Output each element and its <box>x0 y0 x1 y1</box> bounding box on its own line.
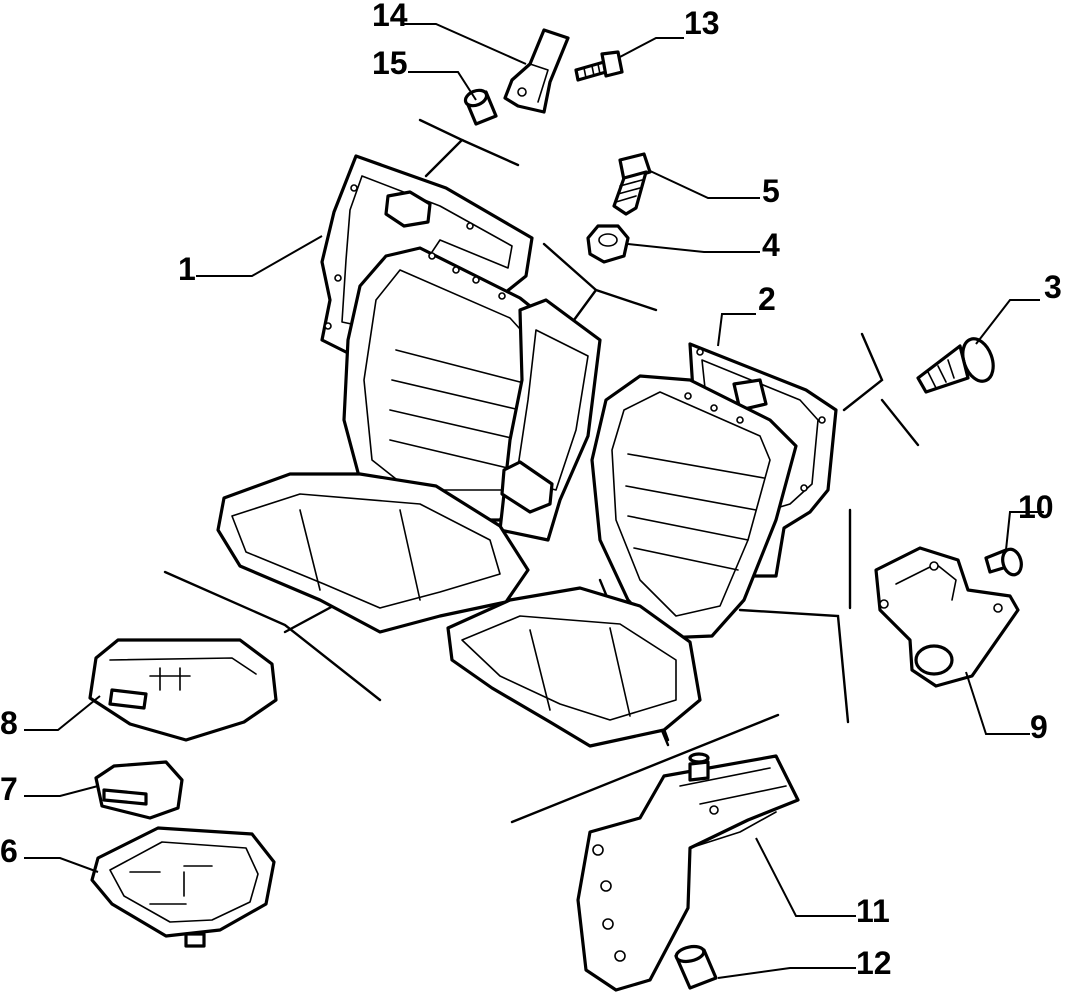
callout-4: 4 <box>762 227 780 263</box>
right-backrest-cushion <box>590 374 798 640</box>
callout-6: 6 <box>0 833 18 869</box>
callout-labels: 14 13 15 5 4 1 2 3 10 9 8 7 6 11 12 <box>0 0 1062 981</box>
screw-part-10 <box>984 547 1023 577</box>
insert-part-7 <box>94 760 184 820</box>
callout-1: 1 <box>178 251 196 287</box>
mounting-bracket-part-11 <box>576 752 800 992</box>
callout-5: 5 <box>762 173 780 209</box>
clip-part-3 <box>916 337 995 394</box>
nut-part-4 <box>586 224 630 264</box>
callout-14: 14 <box>372 0 408 33</box>
callout-12: 12 <box>856 945 892 981</box>
leader-lines <box>24 23 1044 979</box>
right-seat-cushion <box>446 586 702 748</box>
center-armrest-column <box>498 298 602 542</box>
hinge-part-9 <box>874 546 1020 688</box>
armrest-pad-part-8 <box>88 638 278 742</box>
callout-8: 8 <box>0 705 18 741</box>
callout-3: 3 <box>1044 269 1062 305</box>
callout-15: 15 <box>372 45 408 81</box>
tray-part-6 <box>90 826 276 948</box>
bolt-part-5 <box>612 152 652 216</box>
bushing-part-15 <box>463 88 498 126</box>
bracket-part-14 <box>503 28 570 114</box>
callout-10: 10 <box>1018 489 1054 525</box>
callout-11: 11 <box>856 893 890 929</box>
bushing-part-12 <box>674 944 718 990</box>
callout-9: 9 <box>1030 709 1048 745</box>
callout-2: 2 <box>758 281 776 317</box>
screw-part-13 <box>574 50 624 82</box>
callout-13: 13 <box>684 5 720 41</box>
left-backrest-cushion <box>342 246 562 522</box>
callout-7: 7 <box>0 771 18 807</box>
